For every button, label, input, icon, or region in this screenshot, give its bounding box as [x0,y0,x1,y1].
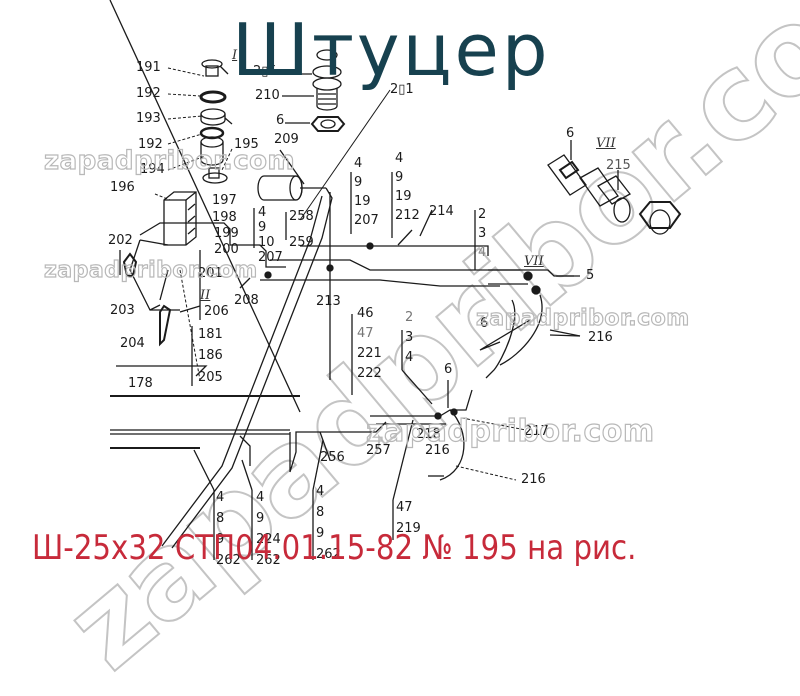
label-stack-2-3-4-center: 2 3 4 [405,310,414,365]
label-stack-4-9-10-207: 4 9 10 207 [258,205,283,265]
part-label: 210 [255,88,280,103]
label-stack-4-9-19-212: 4 9 19 212 [395,151,420,223]
part-label: 216 [588,330,613,345]
part-label: 5 [586,268,595,283]
part-label: 256 [320,450,345,465]
box-196 [163,191,197,246]
part-label: 216 [521,472,546,487]
parts-diagram-canvas: zapadpribor.com [32,0,800,696]
part-label: 191 [136,60,161,75]
part-label: 192 [136,86,161,101]
roman-numeral-vii-mid: VII [524,254,544,269]
label-stack-2-3-4-right: 2 3 4 [478,207,487,260]
fitting-detail-215 [547,140,682,235]
roman-numeral-i-left: I [232,48,238,63]
watermark-text: zapadpribor.com [475,305,690,331]
part-label: 214 [429,204,454,219]
part-label: 205 [198,370,223,385]
label-stack-47-219: 47 219 [396,500,421,536]
part-label: 203 [110,303,135,318]
part-label: 195 [234,137,259,152]
part-label: 213 [316,294,341,309]
part-label: 216 [425,443,450,458]
part-label: 208 [234,293,259,308]
fitting-205-210 [282,49,346,132]
watermark-text: zapadpribor.com [43,145,296,176]
part-label: 192 [138,137,163,152]
part-label: 193 [136,111,161,126]
part-label: 178 [128,376,153,391]
part-label: 204 [120,336,145,351]
schematic-drawing [109,0,682,560]
part-label: 197 [212,193,237,208]
label-stack-4-8-9-262-b: 4 8 9 262 [316,484,341,562]
part-stack-191-195 [199,59,233,184]
part-label: 209 [274,132,299,147]
part-label: 6 [276,113,285,128]
watermark-text: zapadpribor.com [365,413,655,449]
part-label: 206 [204,304,229,319]
part-label: 202 [108,233,133,248]
label-stack-4-9-224-262: 4 9 224 262 [256,490,281,568]
part-label: 198 [212,210,237,225]
part-label: 6 [566,126,575,141]
label-stack-4-9-19-207: 4 9 19 207 [354,156,379,228]
label-stack-46-47-221-222: 46 47 221 222 [357,306,382,381]
part-label: 201 [198,266,223,281]
label-stack-258-259: 258 259 [289,209,314,250]
label-stack-4-8-9-262-a: 4 8 9 262 [216,490,241,568]
watermark-text: zapadpribor.com [43,257,258,283]
cylinder-209 [257,149,326,201]
part-label: 194 [140,162,165,177]
roman-numeral-i-right: I [296,48,302,63]
part-caption: Ш-25х32 СТП04.01.15-82 № 195 на рис. [32,528,637,568]
roman-numeral-ii: II [200,288,211,303]
part-label: 6 [444,362,453,377]
part-label: 218 [416,427,441,442]
part-label: 199 [214,226,239,241]
part-label: 257 [366,443,391,458]
page-title: Штуцер [232,8,551,92]
part-label: 181 [198,327,223,342]
part-label: 196 [110,180,135,195]
part-label: 6 [480,316,489,331]
part-label: 2▯1 [390,82,414,97]
part-label: 217 [524,424,549,439]
part-label: 200 [214,242,239,257]
roman-numeral-vii-top: VII [596,136,616,151]
part-label: 2▯5 [253,64,277,79]
part-label: 186 [198,348,223,363]
part-label: 215 [606,158,631,173]
